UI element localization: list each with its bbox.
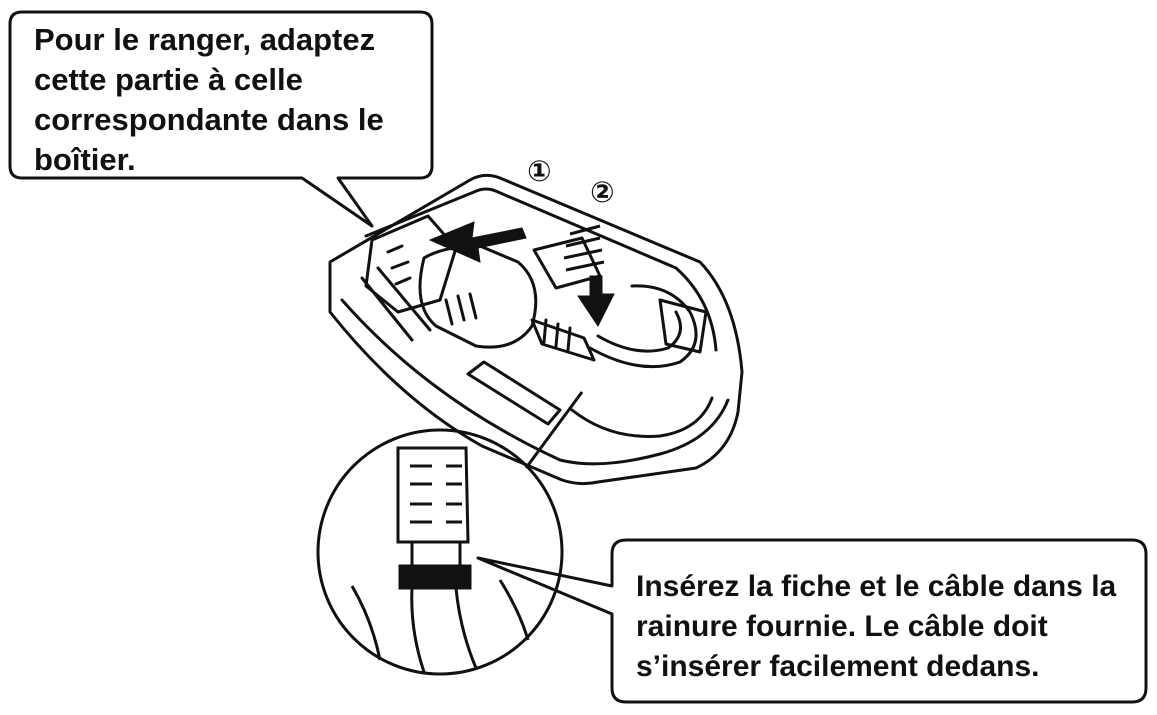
case-side-tab: [658, 298, 708, 354]
arrow-step-1: [428, 221, 527, 263]
arrow-step-2: [563, 224, 615, 327]
case-rim: [364, 187, 718, 352]
step-1-label: ①: [527, 154, 552, 188]
callout-bubble-top: [8, 10, 434, 228]
usb-plug-contacts: [386, 244, 412, 286]
step-2-label: ②: [590, 175, 615, 209]
case-bottom-curve: [570, 396, 714, 438]
cable-loop: [588, 284, 698, 369]
case-slot: [466, 360, 562, 426]
case-body: [328, 173, 744, 486]
cable-loop-inner: [596, 310, 682, 353]
magnified-detail: [316, 391, 584, 676]
strain-relief-ribs: [542, 318, 572, 352]
callout-top-text: Pour le ranger, adaptez cette partie à c…: [34, 22, 384, 177]
callout-bubble-bottom: [476, 538, 1148, 704]
case-base-line: [340, 298, 730, 466]
cable-strain-relief: [530, 318, 596, 362]
usb-plug: [364, 214, 458, 314]
plug-connector-ribs: [444, 292, 478, 326]
callout-bottom-text: Insérez la fiche et le câble dans la rai…: [636, 570, 1117, 683]
